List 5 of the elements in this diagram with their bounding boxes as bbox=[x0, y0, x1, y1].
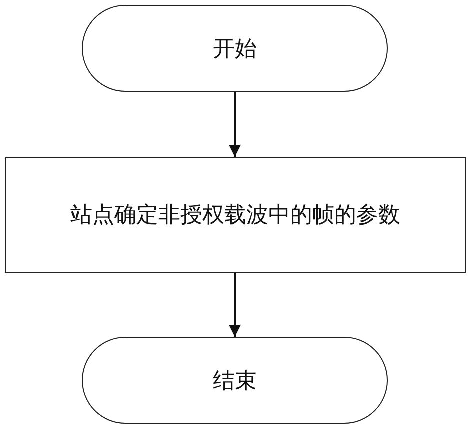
terminal-box: 结束 bbox=[82, 337, 388, 424]
process-box: 站点确定非授权载波中的帧的参数 bbox=[5, 157, 466, 273]
arrow bbox=[229, 92, 241, 157]
arrow bbox=[229, 273, 241, 337]
terminal-box: 开始 bbox=[82, 5, 388, 92]
